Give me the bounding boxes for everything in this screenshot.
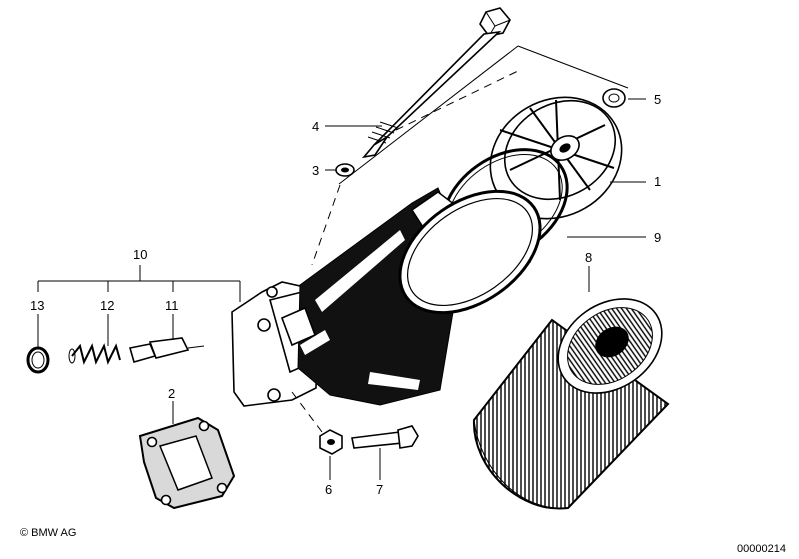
callout-11: 11: [165, 298, 179, 313]
assembly-line-bolt-housing: [311, 184, 341, 266]
cover-outline-frame: [338, 45, 629, 185]
callout-3: 3: [312, 163, 319, 178]
valve-piston: [128, 337, 205, 363]
assembly-line-housing-nut: [291, 391, 326, 437]
callout-1: 1: [654, 174, 661, 189]
callout-2: 2: [168, 386, 175, 401]
filter-element: [472, 298, 670, 510]
valve-spring: [68, 343, 121, 365]
callout-9: 9: [654, 230, 661, 245]
callout-13: 13: [30, 298, 44, 313]
callout-12: 12: [100, 298, 114, 313]
callout-4: 4: [312, 119, 319, 134]
filter-housing: [231, 187, 542, 407]
callout-6: 6: [325, 482, 332, 497]
callout-5: 5: [654, 92, 661, 107]
gasket: [138, 416, 236, 510]
copyright-text: © BMW AG: [20, 527, 76, 539]
leader-lines: [37, 98, 646, 480]
hex-nut: [319, 429, 343, 455]
washer-5: [602, 88, 626, 108]
callout-10: 10: [133, 247, 147, 262]
through-bolt: [361, 7, 511, 159]
diagram-number: 00000214: [737, 543, 786, 555]
circlip: [26, 346, 50, 374]
hex-bolt: [351, 425, 419, 449]
callout-8: 8: [585, 250, 592, 265]
callout-7: 7: [376, 482, 383, 497]
